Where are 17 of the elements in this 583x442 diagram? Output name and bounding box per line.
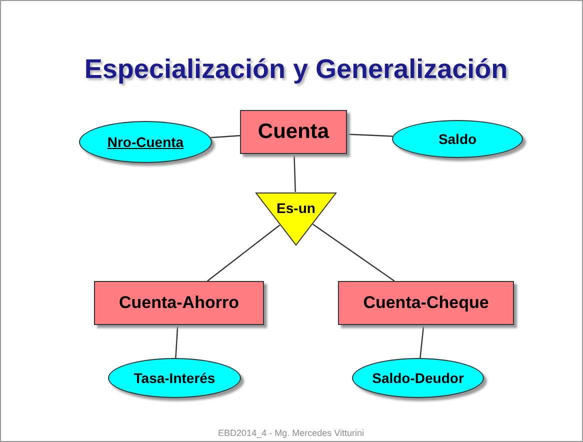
slide-title: Especialización y Generalización [83, 53, 509, 86]
key-attribute-ellipse: Nro-Cuenta [79, 121, 212, 163]
attribute-ellipse: Saldo [392, 120, 523, 158]
isa-triangle: Es-un [254, 192, 338, 246]
connector-line [294, 154, 296, 192]
entity-box: Cuenta [240, 110, 347, 154]
connector-line [207, 224, 280, 282]
attribute-ellipse: Saldo-Deudor [352, 358, 484, 398]
connector-line [175, 324, 178, 358]
entity-box: Cuenta-Cheque [338, 281, 514, 325]
connector-line [346, 134, 393, 137]
attribute-ellipse: Tasa-Interés [108, 358, 241, 398]
entity-box: Cuenta-Ahorro [94, 281, 264, 325]
connector-line [420, 324, 424, 358]
connector-line [210, 135, 240, 138]
connector-line [312, 224, 395, 282]
footer-text: EBD2014_4 - Mg. Mercedes Vitturini [217, 427, 365, 440]
